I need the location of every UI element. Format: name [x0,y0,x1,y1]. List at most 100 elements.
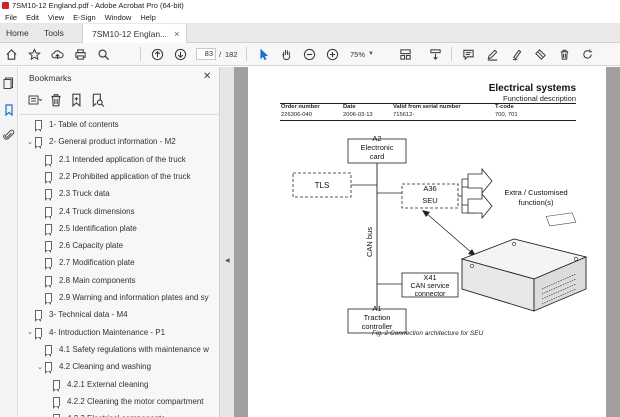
previous-page-icon[interactable] [150,47,164,61]
page-title: Electrical systems [488,83,576,94]
title-bar: 7SM10-12 England.pdf - Adobe Acrobat Pro… [0,0,620,11]
attachment-icon[interactable] [3,129,15,141]
select-cursor-icon[interactable] [256,47,270,61]
menu-file[interactable]: File [5,12,18,22]
page-thumbnails-icon[interactable] [3,77,15,89]
bookmark-item[interactable]: ⌄4.2 Cleaning and washing [35,358,209,375]
date-header: Date [343,104,356,110]
order-number-value: 226306-040 [281,112,312,118]
extra-functions-line1: Extra / Customised [504,188,567,197]
zoom-select[interactable]: 75% ▼ [350,48,380,60]
zoom-in-icon[interactable] [325,47,339,61]
a2-id: A2 [372,134,381,143]
chevron-down-icon[interactable]: ⌄ [37,363,43,371]
header-rule-bottom [280,120,576,121]
bookmark-item[interactable]: ⌄4- Introduction Maintenance - P1 [25,324,209,341]
menu-bar: File Edit View E-Sign Window Help [0,11,620,23]
chevron-down-icon[interactable]: ⌄ [27,138,33,146]
menu-edit[interactable]: Edit [26,12,40,22]
bookmark-label: 2.1 Intended application of the truck [59,154,186,164]
page-separator: / [219,50,222,59]
bookmark-item[interactable]: 4.2.2 Cleaning the motor compartment [43,393,209,410]
bookmarks-panel-icon[interactable] [3,104,15,117]
bookmark-item[interactable]: 2.4 Truck dimensions [35,203,209,220]
tab-close-icon[interactable]: × [174,28,180,39]
menu-help[interactable]: Help [140,12,156,22]
bookmark-label: 4.2.3 Electrical components [67,414,165,417]
menu-window[interactable]: Window [104,12,132,22]
close-icon[interactable]: ✕ [203,71,212,82]
tab-document[interactable]: 7SM10-12 Englan... × [82,24,187,43]
a1-line2: controller [362,322,393,331]
bookmark-label: 2.7 Modification plate [59,258,135,268]
print-icon[interactable] [73,47,87,61]
serial-number-value: 715612- [393,112,415,118]
bookmarks-toolbar [28,93,112,107]
chevron-down-icon[interactable]: ⌄ [27,329,33,337]
home-icon[interactable] [4,47,18,61]
a1-line1: Traction [364,313,391,322]
arrow-bottom-icon [467,192,493,220]
bookmark-item[interactable]: 3- Technical data - M4 [25,306,209,323]
bookmark-search-icon[interactable] [91,93,105,107]
bookmark-item[interactable]: 4.2.3 Electrical components [43,410,209,417]
bookmark-item[interactable]: 2.9 Warning and information plates and s… [35,289,209,306]
tab-tools[interactable]: Tools [44,28,64,38]
seu-module-illustration [460,212,588,312]
scroll-mode-icon[interactable] [428,47,442,61]
bookmark-item[interactable]: 4.1 Safety regulations with maintenance … [35,341,209,358]
stamp-icon[interactable] [533,47,547,61]
bookmark-icon [45,258,52,271]
bookmark-icon [53,414,60,417]
tls-label: TLS [315,181,330,190]
bookmark-item[interactable]: 1- Table of contents [25,116,209,133]
collapse-panel-icon[interactable]: ◀ [225,258,230,264]
upload-cloud-icon[interactable] [50,47,64,61]
bookmark-options-icon[interactable] [28,94,42,107]
highlight-icon[interactable] [509,47,523,61]
x41-can-connector-box [401,272,459,298]
bookmark-label: 2- General product information - M2 [49,137,176,147]
bookmarks-divider [19,114,220,115]
bookmark-label: 4.1 Safety regulations with maintenance … [59,344,209,354]
tab-document-label: 7SM10-12 Englan... [92,28,168,39]
a2-line1: Electronic [361,143,394,152]
bookmark-item[interactable]: 2.6 Capacity plate [35,237,209,254]
t-code-header: T-code [495,104,514,110]
bookmark-icon [53,396,60,409]
x41-id: X41 [423,273,436,282]
bookmark-item[interactable]: 4.2.1 External cleaning [43,376,209,393]
bookmark-icon [35,310,42,323]
bookmark-item[interactable]: 2.2 Prohibited application of the truck [35,168,209,185]
pen-icon[interactable] [485,47,499,61]
bookmark-label: 2.4 Truck dimensions [59,206,135,216]
hand-tool-icon[interactable] [279,47,293,61]
delete-bookmark-icon[interactable] [49,94,63,107]
tab-home[interactable]: Home [6,28,29,38]
a1-traction-controller-box [347,308,407,334]
bookmark-item[interactable]: 2.1 Intended application of the truck [35,151,209,168]
bookmark-item[interactable]: 2.5 Identification plate [35,220,209,237]
window-title: 7SM10-12 England.pdf - Adobe Acrobat Pro… [12,1,184,10]
bookmark-label: 4.2.2 Cleaning the motor compartment [67,396,204,406]
panel-splitter[interactable]: ◀ [220,67,234,417]
menu-esign[interactable]: E-Sign [73,12,96,22]
search-icon[interactable] [96,47,110,61]
new-bookmark-icon[interactable] [70,93,84,107]
bookmark-icon [45,154,52,167]
page-number-input[interactable]: 83 [196,48,216,60]
page-layout-icon[interactable] [398,47,412,61]
bookmark-item[interactable]: 2.7 Modification plate [35,254,209,271]
comment-icon[interactable] [461,47,475,61]
bookmark-item[interactable]: 2.3 Truck data [35,185,209,202]
zoom-out-icon[interactable] [302,47,316,61]
next-page-icon[interactable] [173,47,187,61]
document-viewer[interactable]: Electrical systems Functional descriptio… [234,67,620,417]
delete-icon[interactable] [557,47,571,61]
bookmark-item[interactable]: 2.8 Main components [35,272,209,289]
rotate-icon[interactable] [580,47,594,61]
menu-view[interactable]: View [48,12,65,22]
bookmark-item[interactable]: ⌄ 2- General product information - M2 [25,133,209,150]
pdf-page: Electrical systems Functional descriptio… [248,67,606,417]
star-icon[interactable] [27,47,41,61]
